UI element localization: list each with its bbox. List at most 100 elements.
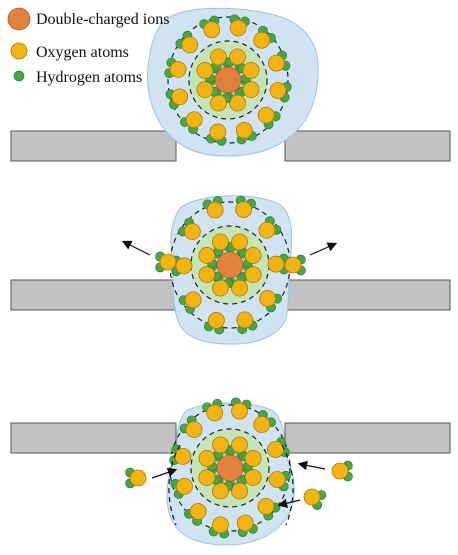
- oxygen-atom: [244, 450, 262, 467]
- oxygen-atom: [208, 312, 225, 329]
- outer-water-molecule: [184, 503, 207, 526]
- approaching-water-molecule: [331, 460, 353, 482]
- outer-water-molecule: [236, 311, 258, 335]
- membrane-left: [10, 422, 177, 454]
- double-charged-ion: [214, 66, 242, 94]
- oxygen-atom: [196, 81, 214, 98]
- oxygen-atom: [259, 290, 276, 307]
- oxygen-atom: [231, 402, 248, 420]
- oxygen-atom: [253, 31, 271, 49]
- oxygen-atom: [269, 82, 287, 99]
- outer-water-molecule: [235, 121, 257, 145]
- outer-water-molecule: [253, 25, 276, 49]
- inner-water-molecule: [236, 62, 260, 84]
- membrane-left: [10, 130, 177, 162]
- oxygen-atom: [189, 503, 207, 520]
- inflow-arrow-lower-right: [277, 498, 301, 508]
- outer-water-molecule: [169, 444, 192, 466]
- oxygen-atom: [235, 121, 253, 139]
- oxygen-atom: [169, 61, 187, 78]
- outer-water-molecule: [253, 410, 276, 433]
- approaching-water-molecule: [303, 488, 327, 510]
- stage-rehydration: [10, 397, 451, 546]
- release-arrow-right: [309, 242, 338, 256]
- oxygen-atom: [198, 469, 216, 486]
- outer-water-molecule: [236, 514, 258, 538]
- membrane-right: [284, 422, 451, 454]
- outer-water-molecule: [259, 290, 283, 313]
- oxygen-atom: [244, 469, 262, 486]
- oxygen-atom: [331, 462, 349, 480]
- outer-water-molecule: [269, 81, 292, 103]
- rehydration-path-right: [281, 444, 294, 526]
- oxygen-atom: [242, 81, 260, 98]
- oxygen-atom: [196, 62, 214, 79]
- oxygen-atom: [231, 279, 248, 297]
- oxygen-atom: [181, 36, 199, 54]
- inflow-arrow-right: [297, 460, 326, 471]
- oxygen-atom: [231, 233, 248, 251]
- inner-water-molecule: [224, 88, 246, 112]
- outer-water-molecule: [229, 14, 250, 37]
- outer-water-molecule: [268, 470, 291, 492]
- legend-oxygen-swatch: [10, 42, 28, 60]
- oxygen-atom: [184, 291, 202, 309]
- oxygen-atom: [198, 247, 216, 264]
- oxygen-atom: [231, 482, 248, 500]
- oxygen-atom: [184, 223, 201, 240]
- oxygen-atom: [244, 247, 262, 264]
- oxygen-atom: [257, 106, 275, 124]
- legend-label-ion: Double-charged ions: [36, 11, 170, 28]
- outer-shell-boundary: [167, 16, 289, 144]
- outer-water-molecule: [202, 195, 224, 219]
- departing-water-molecule: [284, 254, 306, 276]
- oxygen-atom: [185, 421, 203, 438]
- outer-water-molecule: [208, 516, 230, 539]
- release-arrow-left: [121, 240, 151, 256]
- outer-water-molecule: [171, 255, 193, 277]
- outer-water-molecule: [267, 50, 291, 72]
- legend-label-hydrogen: Hydrogen atoms: [36, 69, 143, 86]
- oxygen-atom: [198, 450, 216, 467]
- oxygen-atom: [212, 516, 229, 534]
- double-charged-ion: [216, 454, 244, 482]
- oxygen-atom: [206, 404, 224, 422]
- oxygen-atom: [175, 257, 193, 275]
- oxygen-atom: [267, 441, 284, 458]
- oxygen-atom: [210, 48, 227, 66]
- outer-water-molecule: [204, 312, 225, 335]
- oxygen-atom: [231, 436, 248, 454]
- inner-water-molecule: [238, 450, 262, 472]
- oxygen-atom: [236, 514, 254, 532]
- oxygen-atom: [267, 54, 285, 72]
- inner-water-molecule: [196, 76, 220, 98]
- oxygen-atom: [212, 436, 229, 454]
- membrane-right: [284, 279, 451, 311]
- oxygen-atom: [212, 279, 229, 297]
- oxygen-atom: [209, 123, 227, 141]
- outer-water-molecule: [202, 398, 224, 422]
- oxygen-atom: [257, 498, 275, 515]
- outer-water-molecule: [230, 397, 252, 420]
- departing-water-molecule: [155, 251, 177, 273]
- oxygen-atom: [159, 253, 177, 271]
- oxygen-atom: [212, 233, 229, 251]
- oxygen-atom: [284, 256, 302, 274]
- outer-water-molecule: [258, 216, 282, 239]
- oxygen-atom: [174, 448, 192, 465]
- stages: [10, 7, 451, 546]
- outer-water-molecule: [235, 195, 256, 218]
- double-charged-ion: [216, 251, 244, 279]
- oxygen-atom: [212, 482, 229, 500]
- oxygen-atom: [229, 94, 246, 112]
- approaching-water-molecule: [125, 467, 147, 489]
- outer-water-molecule: [206, 123, 227, 146]
- oxygen-atom: [210, 94, 227, 112]
- ion-cluster-dehydration: [169, 195, 293, 345]
- outer-water-molecule: [257, 106, 281, 130]
- inner-water-molecule: [238, 247, 262, 269]
- legend-hydrogen-swatch: [13, 70, 25, 82]
- oxygen-atom: [303, 488, 321, 506]
